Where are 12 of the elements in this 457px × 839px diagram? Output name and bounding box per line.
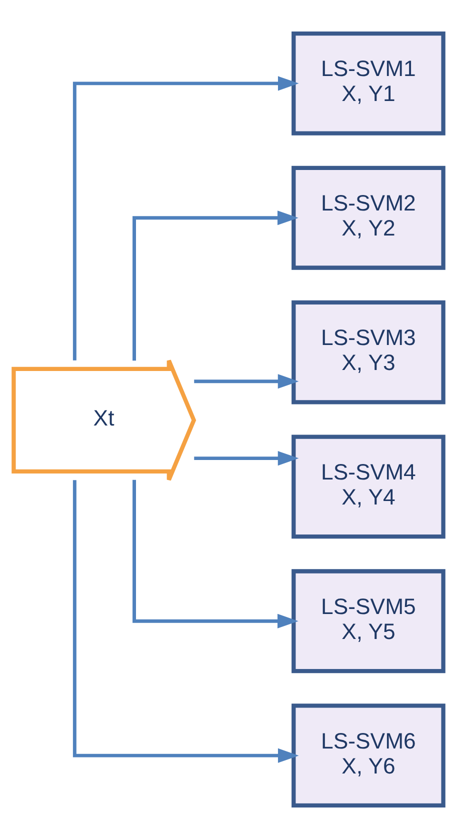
arrow xyxy=(72,480,299,763)
node-box: LS-SVM5 X, Y5 xyxy=(292,569,446,674)
arrow xyxy=(194,374,299,389)
node-box: LS-SVM3 X, Y3 xyxy=(292,300,446,404)
arrow xyxy=(132,210,298,361)
node-box: LS-SVM4 X, Y4 xyxy=(292,434,446,539)
arrow xyxy=(194,451,299,466)
arrow xyxy=(72,76,299,360)
node-box: LS-SVM6 X, Y6 xyxy=(292,704,446,808)
arrow xyxy=(132,480,298,628)
node-box: LS-SVM1 X, Y1 xyxy=(292,31,446,136)
node-box: LS-SVM2 X, Y2 xyxy=(292,166,446,270)
